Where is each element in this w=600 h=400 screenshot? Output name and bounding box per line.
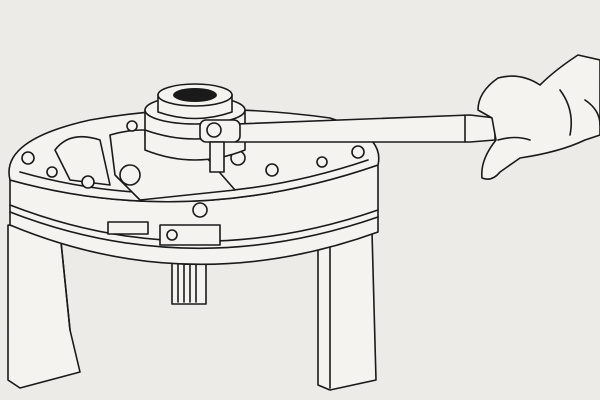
- clamp-tool: [107, 221, 221, 246]
- output-shaft: [171, 257, 207, 305]
- support-stand: [7, 224, 377, 391]
- hand: [477, 54, 600, 180]
- torque-wrench: [199, 114, 496, 173]
- pump-cover-details: [21, 120, 365, 218]
